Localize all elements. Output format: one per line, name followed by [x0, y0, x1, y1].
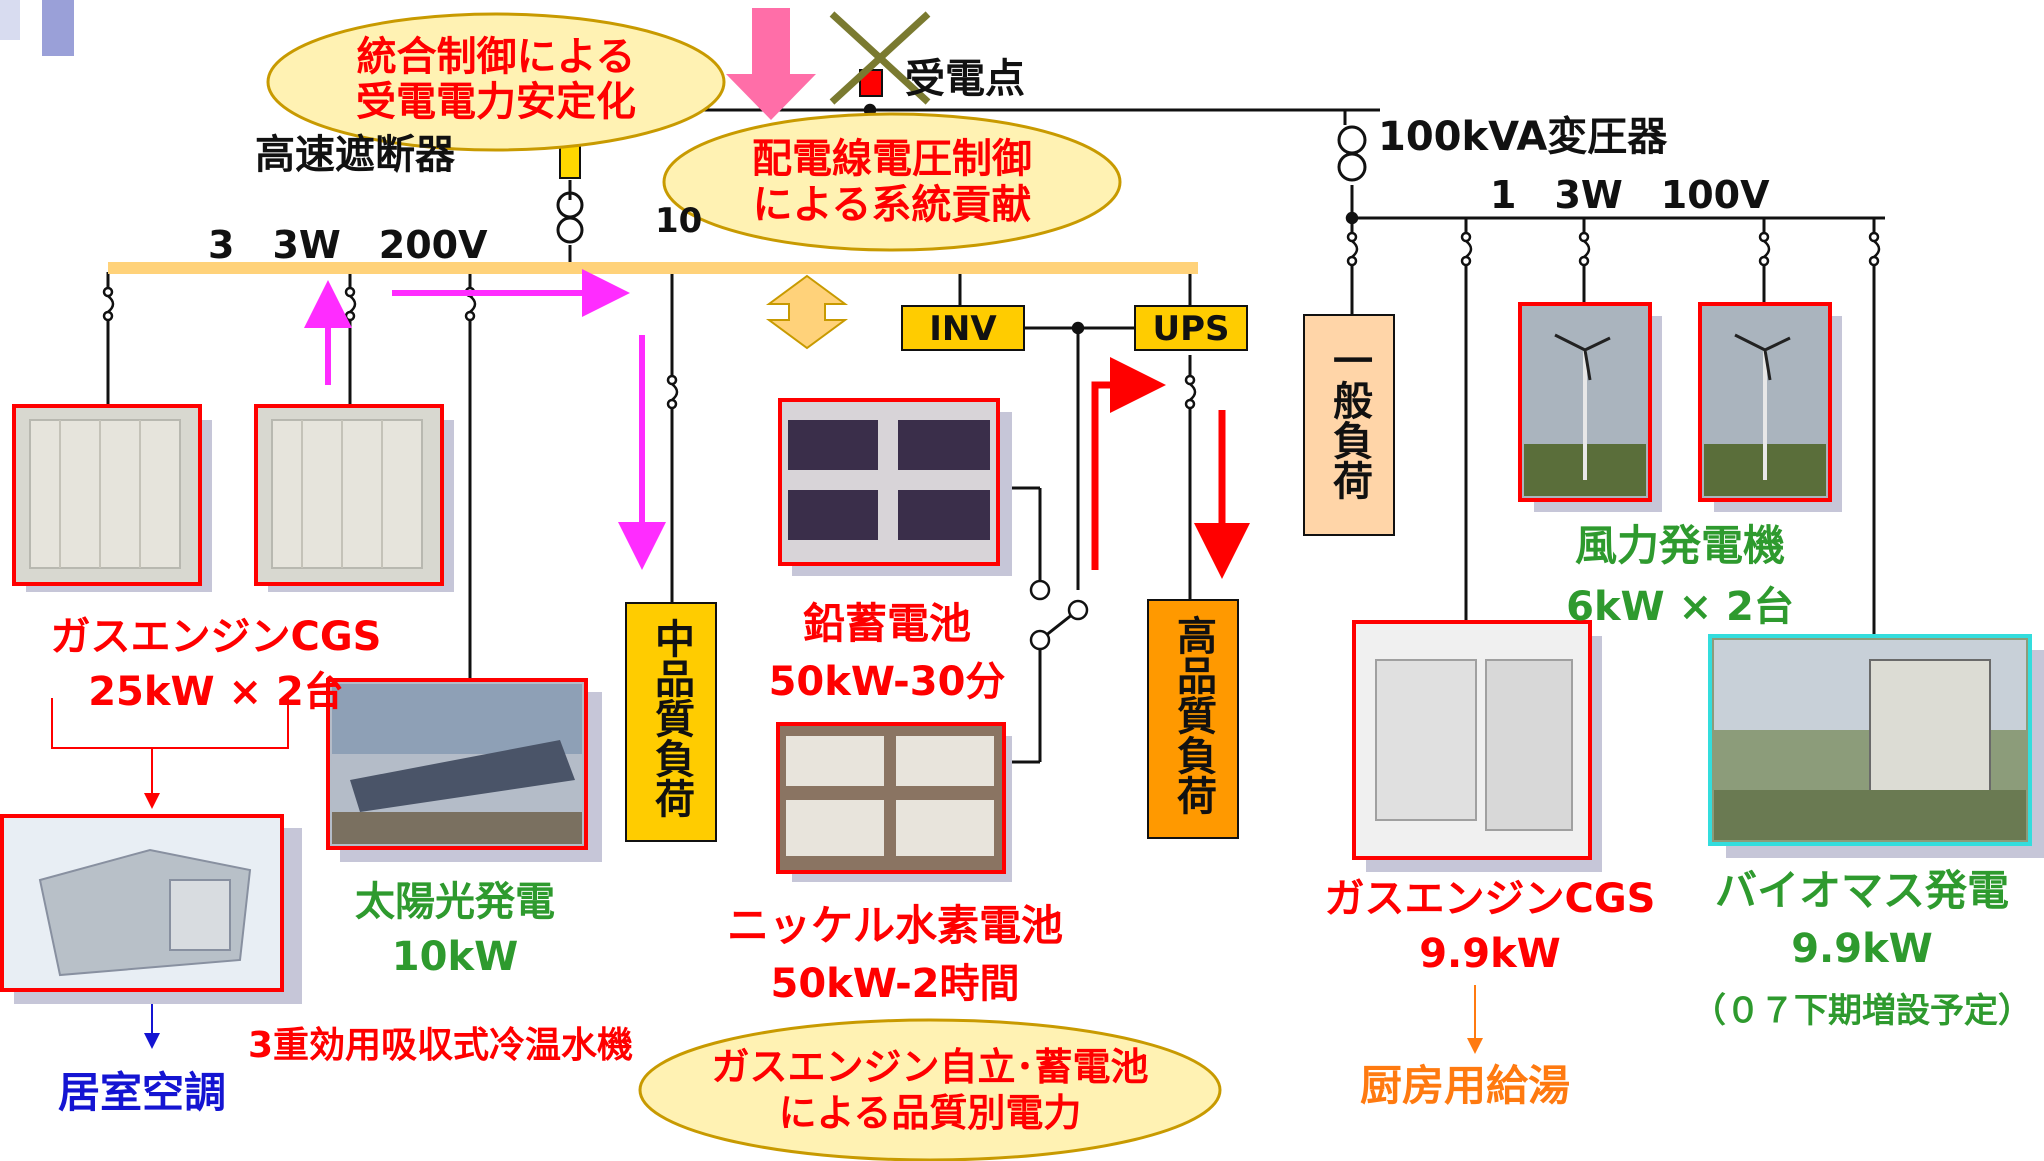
- kitchen-hot-water-label: 厨房用給湯: [1360, 1061, 1570, 1110]
- callout-quality-power-line-2: による品質別電力: [779, 1091, 1082, 1135]
- solar-spec: 10kW: [392, 934, 518, 980]
- wind-turbine-photo-2: [1698, 302, 1842, 512]
- callout-integrated-control-line-1: 統合制御による: [357, 34, 636, 80]
- biomass-spec: 9.9kW: [1791, 926, 1933, 972]
- power-flow-arrows: [51, 269, 1483, 1054]
- mid-quality-load-label: 中品質負荷: [648, 618, 695, 818]
- bidirectional-arrow-icon: [765, 274, 849, 350]
- partial-digit-label: 10: [655, 201, 702, 241]
- ups-label: UPS: [1152, 309, 1229, 349]
- high-quality-load-box: [1147, 599, 1239, 839]
- inv-box: INV: [901, 305, 1025, 351]
- chiller-name: 3重効用吸収式冷温水機: [248, 1025, 633, 1066]
- nimh-battery-name: ニッケル水素電池: [727, 901, 1063, 950]
- solar-panel-photo: [326, 678, 602, 862]
- callout-line-voltage-line-2: による系統貢献: [753, 182, 1032, 228]
- wiring: [106, 108, 1885, 764]
- gas-cgs-left-spec: 25kW × 2台: [88, 669, 344, 715]
- fast-breaker-label: 高速遮断器: [255, 132, 456, 178]
- callout-quality-power: ガスエンジン自立･蓄電池 による品質別電力: [638, 1018, 1222, 1161]
- wind-name: 風力発電機: [1575, 521, 1785, 570]
- pink-down-arrow: [726, 8, 816, 120]
- mid-quality-load-box: [625, 602, 717, 842]
- high-quality-load-label: 高品質負荷: [1170, 615, 1217, 815]
- bus-left-label: 3 3W 200V: [208, 223, 488, 267]
- room-ac-label: 居室空調: [58, 1068, 226, 1117]
- breaker-symbols: [102, 103, 1881, 651]
- wind-turbine-photo-1: [1518, 302, 1662, 512]
- ups-box: UPS: [1134, 305, 1248, 351]
- inv-label: INV: [929, 309, 997, 349]
- low-voltage-bus-200v: [108, 262, 1198, 274]
- bus-right-label: 1 3W 100V: [1490, 173, 1770, 217]
- gas-engine-cgs-photo-1: [12, 404, 212, 592]
- lead-battery-name: 鉛蓄電池: [803, 599, 971, 648]
- solar-name: 太陽光発電: [355, 879, 555, 925]
- callout-line-voltage-line-1: 配電線電圧制御: [752, 136, 1032, 182]
- gas-engine-cgs-small-photo: [1352, 620, 1602, 872]
- gas-cgs-right-name: ガスエンジンCGS: [1325, 876, 1656, 922]
- nimh-battery-spec: 50kW-2時間: [770, 961, 1019, 1007]
- callout-integrated-control-line-2: 受電電力安定化: [356, 79, 636, 125]
- callout-integrated-control: 統合制御による 受電電力安定化: [266, 12, 726, 152]
- receiving-point-symbol: [829, 11, 931, 105]
- chiller-photo: [0, 814, 302, 1004]
- callout-line-voltage: 配電線電圧制御 による系統貢献: [662, 112, 1122, 252]
- receiving-point-label: 受電点: [905, 56, 1025, 102]
- nimh-battery-photo: [776, 722, 1012, 882]
- slide-corner-decoration: [0, 0, 74, 56]
- transformer-100kva-label: 100kVA変圧器: [1378, 114, 1668, 160]
- general-load-label: 一般負荷: [1326, 340, 1373, 500]
- general-load-box: [1303, 314, 1395, 536]
- transformer-100kva: [1337, 125, 1367, 182]
- wind-spec: 6kW × 2台: [1566, 584, 1794, 630]
- biomass-plant-photo: [1708, 634, 2044, 858]
- gas-engine-cgs-photo-2: [254, 404, 454, 592]
- biomass-note: （０７下期増設予定）: [1692, 991, 2032, 1031]
- gas-cgs-right-spec: 9.9kW: [1419, 931, 1561, 977]
- lead-battery-photo: [778, 398, 1012, 576]
- transformer-left: [556, 191, 584, 244]
- biomass-name: バイオマス発電: [1715, 866, 2009, 915]
- gas-cgs-left-name: ガスエンジンCGS: [51, 614, 382, 660]
- callout-quality-power-line-1: ガスエンジン自立･蓄電池: [711, 1045, 1148, 1089]
- lead-battery-spec: 50kW-30分: [769, 659, 1006, 705]
